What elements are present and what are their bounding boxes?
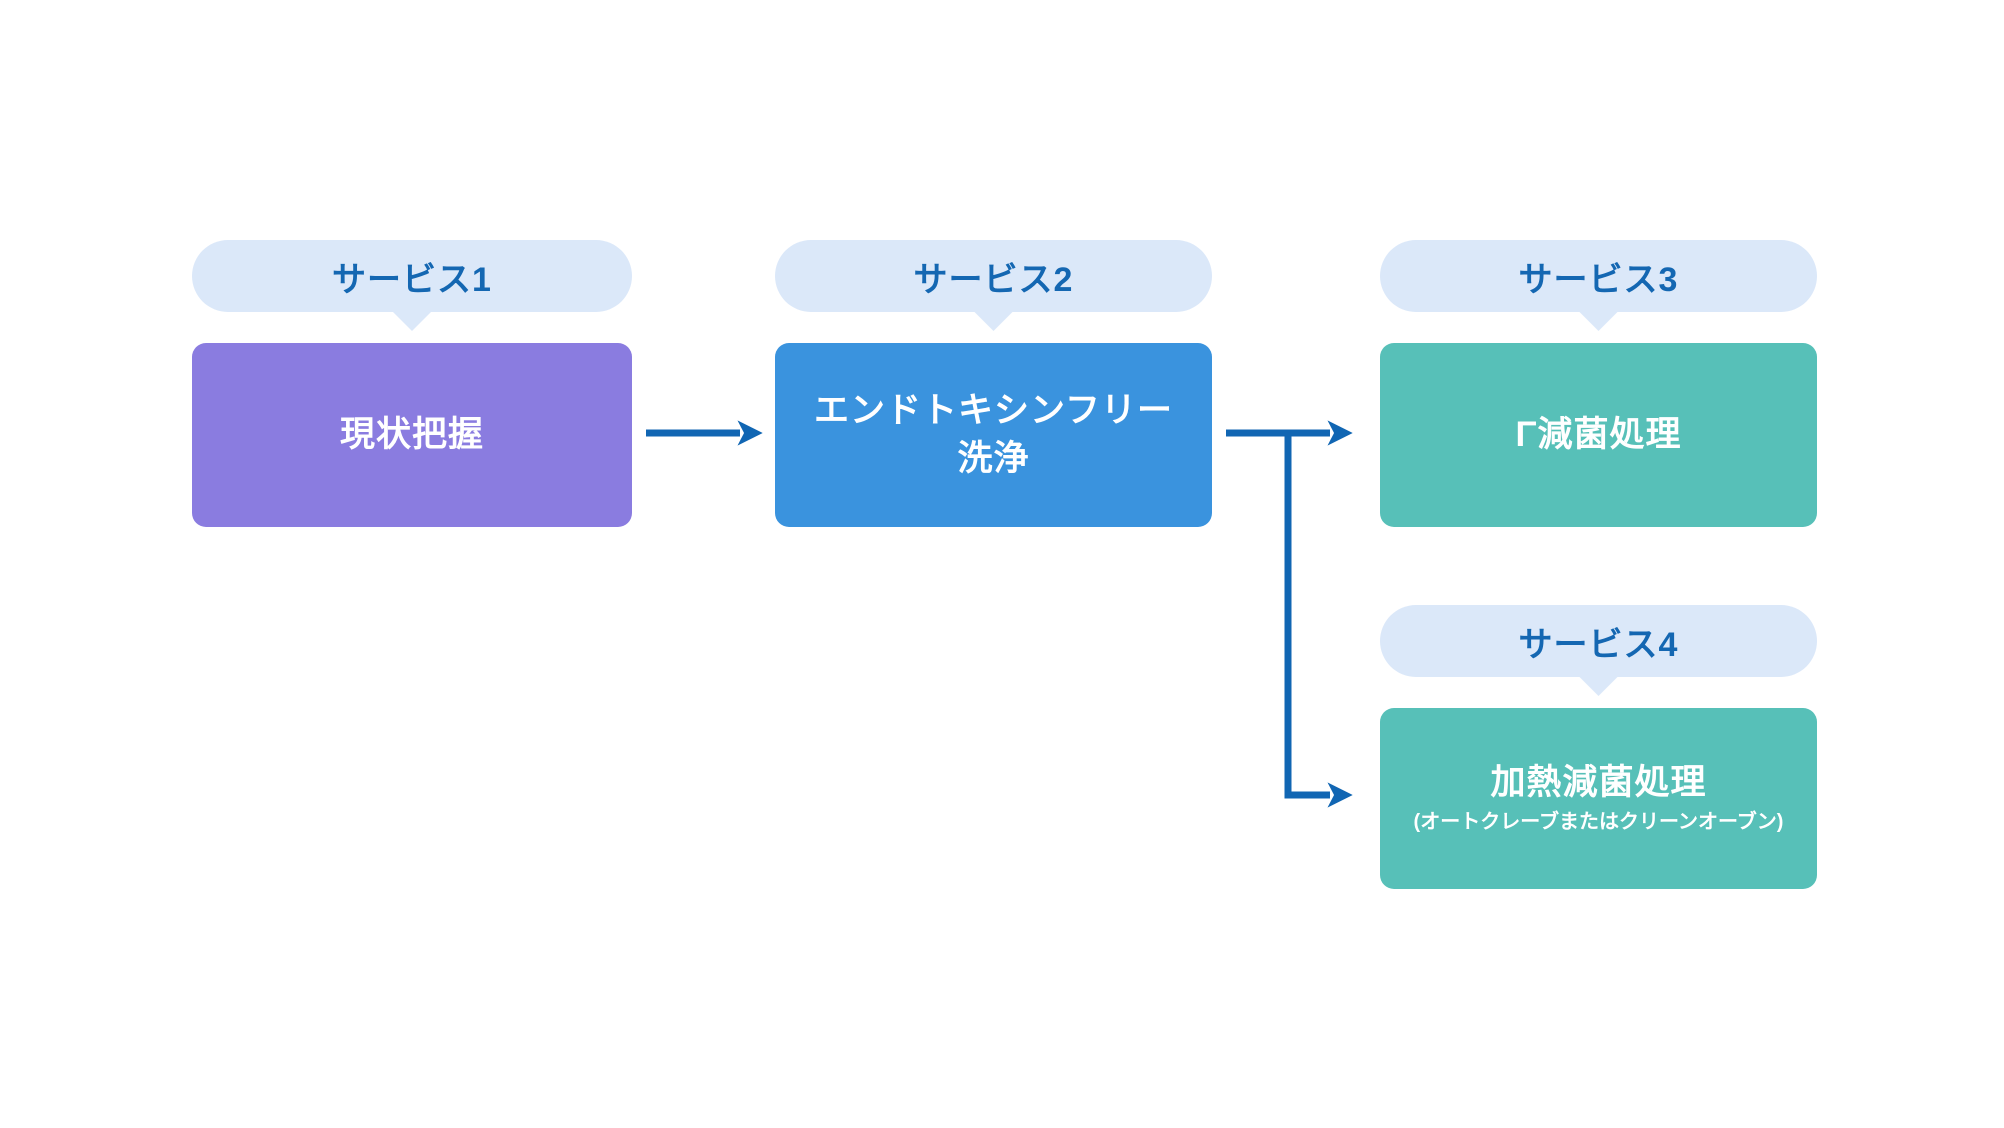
service-4-pill-pointer bbox=[1577, 675, 1620, 696]
service-3-box-title: Γ減菌処理 bbox=[1515, 415, 1682, 454]
arrow-service2-to-service4 bbox=[1284, 433, 1353, 808]
service-4-box-subtitle: (オートクレーブまたはクリーンオーブン) bbox=[1413, 810, 1784, 833]
service-4-group: サービス4 加熱減菌処理 (オートクレーブまたはクリーンオーブン) bbox=[1380, 605, 1817, 889]
service-2-group: サービス2 エンドトキシンフリー 洗浄 bbox=[775, 240, 1212, 527]
service-3-box: Γ減菌処理 bbox=[1380, 343, 1817, 527]
service-1-box: 現状把握 bbox=[192, 343, 632, 527]
service-3-group: サービス3 Γ減菌処理 bbox=[1380, 240, 1817, 527]
service-3-label: サービス3 bbox=[1518, 260, 1679, 299]
service-2-label: サービス2 bbox=[913, 260, 1074, 299]
service-2-pill-pointer bbox=[972, 310, 1015, 331]
service-3-label-pill: サービス3 bbox=[1380, 240, 1817, 331]
service-4-label-pill: サービス4 bbox=[1380, 605, 1817, 696]
service-2-box-title-line2: 洗浄 bbox=[957, 439, 1030, 478]
service-1-label-pill: サービス1 bbox=[192, 240, 632, 331]
service-4-box-title: 加熱減菌処理 bbox=[1490, 762, 1707, 802]
service-1-pill-pointer bbox=[391, 310, 433, 331]
service-4-label: サービス4 bbox=[1518, 625, 1679, 664]
service-2-box: エンドトキシンフリー 洗浄 bbox=[775, 343, 1212, 527]
service-1-box-title: 現状把握 bbox=[339, 415, 484, 454]
service-3-pill-pointer bbox=[1577, 310, 1620, 331]
service-4-box: 加熱減菌処理 (オートクレーブまたはクリーンオーブン) bbox=[1380, 708, 1817, 889]
service-1-label: サービス1 bbox=[332, 260, 492, 299]
service-2-label-pill: サービス2 bbox=[775, 240, 1212, 331]
service-2-box-title-line1: エンドトキシンフリー bbox=[814, 391, 1173, 430]
service-1-group: サービス1 現状把握 bbox=[192, 240, 632, 527]
